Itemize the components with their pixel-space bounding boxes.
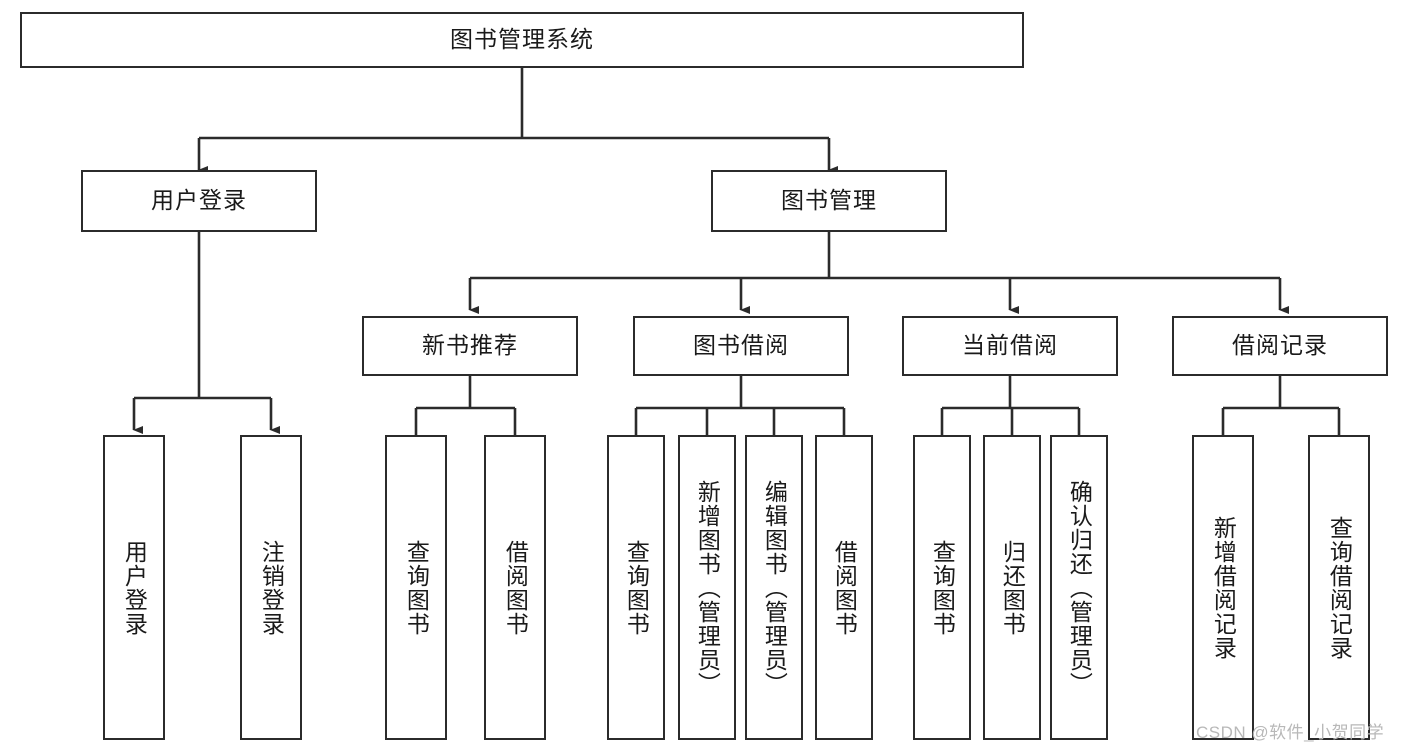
node-leaf-query-book-rec[interactable]: 查询图书	[385, 435, 447, 740]
node-leaf-query-book-current-label: 查询图书	[929, 539, 956, 636]
node-new-book-recommend[interactable]: 新书推荐	[362, 316, 578, 376]
node-book-manage[interactable]: 图书管理	[711, 170, 947, 232]
node-leaf-user-login-label: 用户登录	[121, 539, 148, 636]
node-leaf-borrow-book-label: 借阅图书	[831, 539, 858, 636]
node-leaf-add-book[interactable]: 新增图书（管理员）	[678, 435, 736, 740]
node-borrow-record-label: 借阅记录	[1232, 332, 1328, 359]
node-leaf-query-record-label: 查询借阅记录	[1326, 515, 1353, 660]
node-user-login-label: 用户登录	[151, 187, 247, 214]
node-book-manage-label: 图书管理	[781, 187, 877, 214]
node-book-borrow-label: 图书借阅	[693, 332, 789, 359]
node-leaf-query-book-current[interactable]: 查询图书	[913, 435, 971, 740]
node-leaf-query-record[interactable]: 查询借阅记录	[1308, 435, 1370, 740]
node-leaf-user-login[interactable]: 用户登录	[103, 435, 165, 740]
node-new-book-recommend-label: 新书推荐	[422, 332, 518, 359]
node-leaf-edit-book-label: 编辑图书（管理员）	[761, 479, 788, 696]
node-book-borrow[interactable]: 图书借阅	[633, 316, 849, 376]
node-current-borrow[interactable]: 当前借阅	[902, 316, 1118, 376]
node-leaf-add-record-label: 新增借阅记录	[1210, 515, 1237, 660]
node-leaf-confirm-return-label: 确认归还（管理员）	[1066, 479, 1093, 696]
node-leaf-return-book[interactable]: 归还图书	[983, 435, 1041, 740]
node-leaf-query-book-borrow[interactable]: 查询图书	[607, 435, 665, 740]
csdn-watermark: CSDN @软件_小贺同学	[1196, 723, 1385, 742]
node-leaf-user-logout[interactable]: 注销登录	[240, 435, 302, 740]
node-leaf-user-logout-label: 注销登录	[258, 539, 285, 636]
node-leaf-query-book-borrow-label: 查询图书	[623, 539, 650, 636]
node-leaf-borrow-book-rec-label: 借阅图书	[502, 539, 529, 636]
node-leaf-borrow-book-rec[interactable]: 借阅图书	[484, 435, 546, 740]
node-leaf-confirm-return[interactable]: 确认归还（管理员）	[1050, 435, 1108, 740]
node-leaf-query-book-rec-label: 查询图书	[403, 539, 430, 636]
node-current-borrow-label: 当前借阅	[962, 332, 1058, 359]
node-borrow-record[interactable]: 借阅记录	[1172, 316, 1388, 376]
node-leaf-add-book-label: 新增图书（管理员）	[694, 479, 721, 696]
node-leaf-borrow-book[interactable]: 借阅图书	[815, 435, 873, 740]
node-root[interactable]: 图书管理系统	[20, 12, 1024, 68]
node-leaf-add-record[interactable]: 新增借阅记录	[1192, 435, 1254, 740]
node-leaf-return-book-label: 归还图书	[999, 539, 1026, 636]
node-leaf-edit-book[interactable]: 编辑图书（管理员）	[745, 435, 803, 740]
node-user-login[interactable]: 用户登录	[81, 170, 317, 232]
node-root-label: 图书管理系统	[450, 26, 594, 53]
